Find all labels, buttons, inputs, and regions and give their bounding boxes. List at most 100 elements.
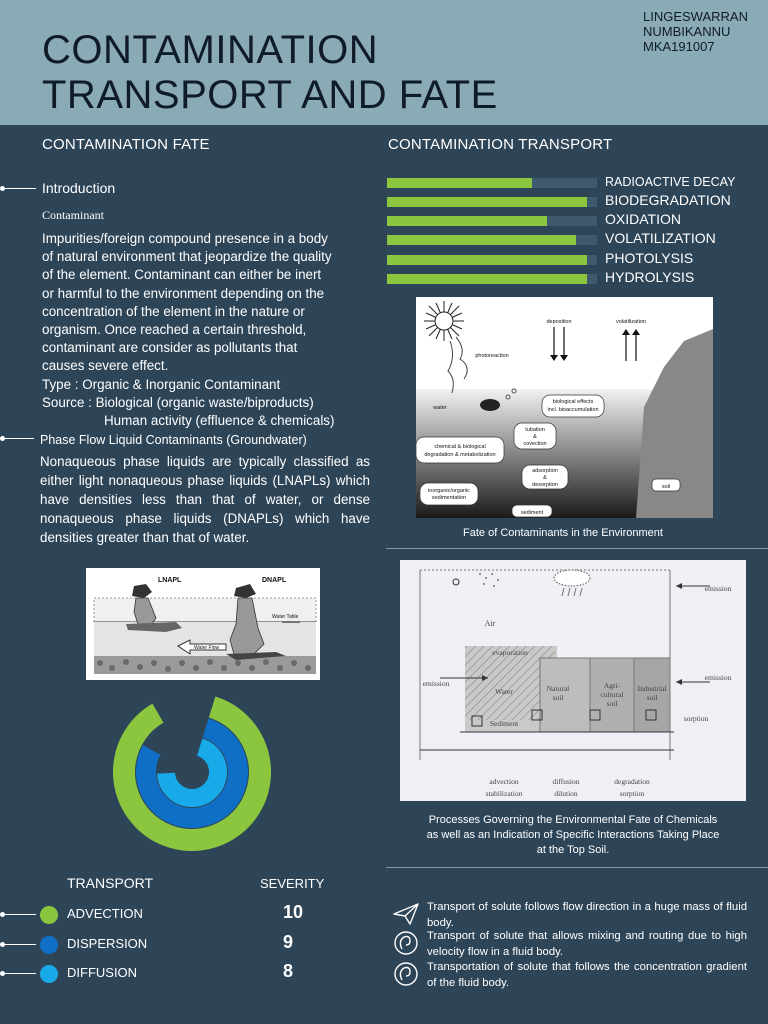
fate-label: deposition xyxy=(546,319,571,325)
bar-track xyxy=(387,274,597,284)
advection-swatch xyxy=(40,906,58,924)
caption-line: as well as an Indication of Specific Int… xyxy=(426,829,720,841)
process-label: emission xyxy=(423,679,450,688)
radial-ring-advection xyxy=(113,696,271,851)
bullet-dot xyxy=(0,942,5,947)
swirl-icon xyxy=(394,962,418,986)
diffusion-severity: 8 xyxy=(283,961,294,981)
fate-caption: Fate of Contaminants in the Environment xyxy=(463,527,663,539)
water-table-label: Water Table xyxy=(272,614,299,620)
process-label: emission xyxy=(705,584,732,593)
severity-radial-chart xyxy=(113,696,271,851)
page-title: CONTAMINATION TRANSPORT AND FATE xyxy=(42,28,498,118)
title-line-2: TRANSPORT AND FATE xyxy=(42,73,498,117)
bar-label: RADIOACTIVE DECAY xyxy=(605,175,736,189)
paragraph-line: of natural environment that jeopardize t… xyxy=(42,249,332,265)
swirl-icon xyxy=(394,931,418,955)
bullet-dot xyxy=(0,912,5,917)
paragraph-line: of the element. Contaminant can either b… xyxy=(42,267,322,283)
fate-label: sedimentation xyxy=(432,495,466,501)
fate-label: tubation xyxy=(525,427,545,433)
advection-label: ADVECTION xyxy=(67,906,143,921)
bullet-dot xyxy=(0,186,5,191)
process-label: soil xyxy=(607,699,618,708)
paragraph-line: causes severe effect. xyxy=(42,358,169,374)
bullet-dot xyxy=(0,971,5,976)
dnapl-label: DNAPL xyxy=(262,577,287,584)
napl-figure: LNAPL DNAPL Water Table Water Flow xyxy=(86,568,320,680)
fate-label: volatilization xyxy=(616,319,646,325)
source-line-2: Human activity (effluence & chemicals) xyxy=(104,413,335,429)
intro-heading: Introduction xyxy=(42,180,116,196)
fate-label: & xyxy=(543,475,547,481)
bullet-line xyxy=(0,944,36,945)
process-label: soil xyxy=(647,693,658,702)
radial-rings xyxy=(113,696,271,851)
bar-track xyxy=(387,255,597,265)
process-label: Industrial xyxy=(638,684,667,693)
transport-row-dispersion: DISPERSION 9 xyxy=(0,932,340,956)
fate-label: photoreaction xyxy=(475,353,508,359)
bar-label: HYDROLYSIS xyxy=(605,269,695,285)
fate-diagram: deposition volatilization photoreaction … xyxy=(415,297,713,518)
severity-heading: SEVERITY xyxy=(260,876,325,891)
bar-fill xyxy=(387,197,587,207)
bar-hydrolysis: HYDROLYSIS xyxy=(387,269,767,288)
author-name-first: LINGESWARRAN xyxy=(643,9,748,24)
fate-label: & xyxy=(533,434,537,440)
contaminant-heading: Contaminant xyxy=(42,208,104,222)
fate-label: sediment xyxy=(521,510,544,516)
header-banner xyxy=(0,0,768,125)
divider xyxy=(386,867,768,868)
paragraph-line: Impurities/foreign compound presence in … xyxy=(42,231,328,246)
section-title-transport: CONTAMINATION TRANSPORT xyxy=(388,136,613,153)
process-caption: Processes Governing the Environmental Fa… xyxy=(392,813,754,858)
bar-photolysis: PHOTOLYSIS xyxy=(387,250,767,269)
process-label: Water xyxy=(495,687,513,696)
advection-severity: 10 xyxy=(283,902,304,922)
title-line-1: CONTAMINATION xyxy=(42,28,379,72)
bar-fill xyxy=(387,255,587,265)
caption-line: Processes Governing the Environmental Fa… xyxy=(428,814,718,826)
bar-fill xyxy=(387,178,532,188)
bar-track xyxy=(387,235,597,245)
fate-label: soil xyxy=(662,484,670,490)
bar-label: PHOTOLYSIS xyxy=(605,250,694,266)
bar-biodegradation: BIODEGRADATION xyxy=(387,192,767,211)
water-flow-label: Water Flow xyxy=(194,645,219,651)
process-diagram: emission Air evaporation emission emissi… xyxy=(400,560,746,801)
process-label: sorption xyxy=(684,714,709,723)
bar-track xyxy=(387,197,597,207)
fate-label: inorganic/organic xyxy=(428,488,470,494)
transport-row-diffusion: DIFFUSION 8 xyxy=(0,961,340,985)
process-label: advection xyxy=(489,777,518,786)
fate-label: chemical & biological xyxy=(434,444,485,450)
author-id: MKA191007 xyxy=(643,39,715,54)
paragraph-line: contaminant are consider as pollutants t… xyxy=(42,340,298,356)
paper-plane-icon xyxy=(393,903,419,925)
process-label: cultural xyxy=(601,690,624,699)
bar-fill xyxy=(387,274,587,284)
diffusion-description-text: Transportation of solute that follows th… xyxy=(427,961,747,989)
fate-label: biological effects xyxy=(553,399,594,405)
transport-heading: TRANSPORT xyxy=(67,875,154,891)
process-label: stabilization xyxy=(486,789,523,798)
dispersion-label: DISPERSION xyxy=(67,936,148,951)
dispersion-description-text: Transport of solute that allows mixing a… xyxy=(427,930,747,958)
process-label: degradation xyxy=(614,777,650,786)
source-line: Source : Biological (organic waste/bipro… xyxy=(42,394,314,410)
author-name-last: NUMBIKANNU xyxy=(643,24,731,39)
bar-track xyxy=(387,178,597,188)
advection-description-text: Transport of solute follows flow directi… xyxy=(427,901,747,929)
divider xyxy=(386,548,768,549)
bullet-line xyxy=(0,914,36,915)
transport-row-advection: ADVECTION 10 xyxy=(0,902,340,926)
process-label: Air xyxy=(485,619,496,628)
fate-label: degradation & metabolization xyxy=(424,452,495,458)
paragraph-line: or harmful to the environment depending … xyxy=(42,285,325,301)
fate-label: adsorption xyxy=(532,468,558,474)
process-label: Natural xyxy=(547,684,570,693)
bar-fill xyxy=(387,235,576,245)
bar-label: OXIDATION xyxy=(605,211,681,227)
dispersion-swatch xyxy=(40,936,58,954)
